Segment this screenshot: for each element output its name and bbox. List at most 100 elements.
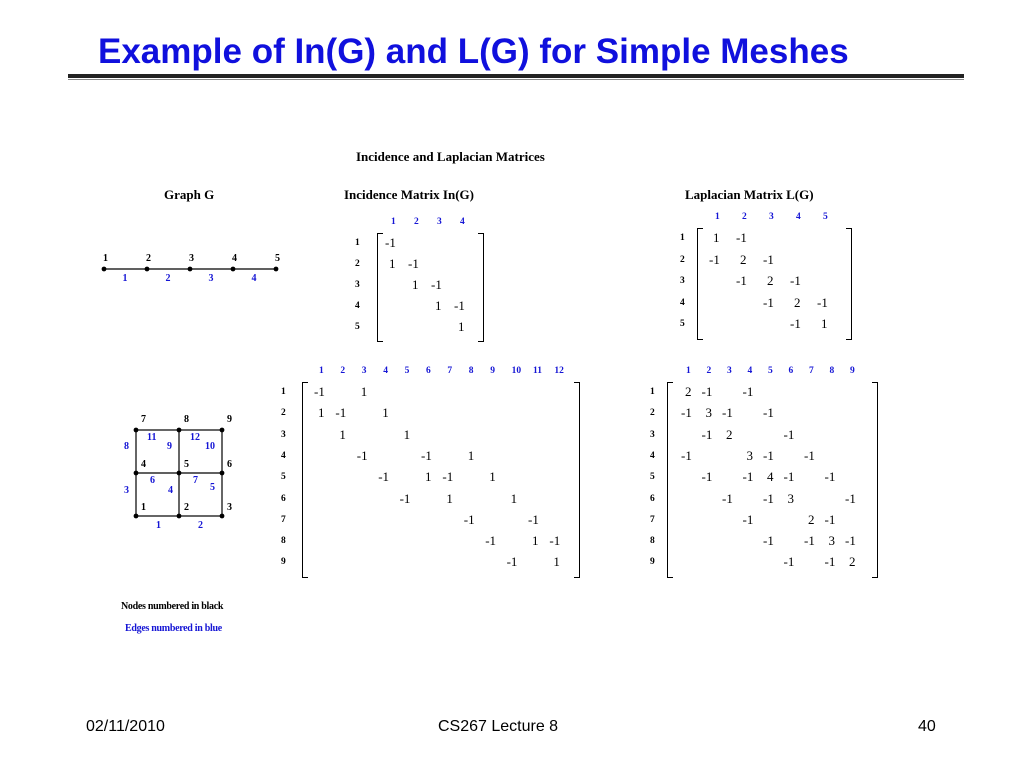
- matrix-bracket-right: [574, 382, 580, 578]
- matrix-cell: 1: [403, 426, 411, 442]
- matrix-cell: 1: [446, 490, 453, 506]
- matrix-col-header: 9: [490, 366, 495, 376]
- path-node: [230, 266, 236, 272]
- matrix-col-header: 12: [554, 366, 564, 376]
- path-edge-label: 1: [123, 273, 128, 284]
- matrix-cell: -1: [378, 469, 390, 485]
- matrix-cell: -1: [736, 273, 747, 288]
- matrix-cell: -1: [845, 490, 856, 506]
- matrix-cell: 1: [532, 533, 539, 549]
- matrix-row-header: 8: [281, 536, 286, 547]
- matrix-cell: -1: [824, 554, 836, 570]
- matrix-row-header: 7: [281, 514, 286, 525]
- path-edge-label: 3: [209, 273, 214, 284]
- grid-node: [219, 470, 225, 476]
- grid-node: [133, 427, 139, 433]
- matrix-cell: -1: [783, 426, 795, 442]
- matrix-row-header: 1: [355, 238, 360, 248]
- matrix-cell: -1: [454, 298, 465, 313]
- matrix-row-header: 8: [650, 536, 655, 547]
- matrix-cell: -1: [421, 447, 432, 463]
- matrix-cell: 1: [425, 469, 432, 485]
- path-edge-label: 2: [166, 273, 171, 284]
- grid-node-label: 6: [227, 459, 232, 470]
- figure-heading: Incidence and Laplacian Matrices: [356, 149, 545, 164]
- matrix-row-header: 1: [650, 387, 655, 397]
- grid-node-label: 5: [184, 459, 189, 470]
- matrix-cell: -1: [845, 533, 856, 549]
- matrix-col-header: 8: [829, 366, 835, 376]
- matrix-cell: -1: [681, 447, 692, 463]
- path-node-label: 4: [232, 253, 237, 264]
- matrix-cell: -1: [399, 490, 411, 506]
- matrix-bracket-left: [667, 382, 673, 578]
- matrix-col-header: 9: [850, 366, 855, 376]
- matrix-col-header: 1: [686, 366, 691, 376]
- matrix-row-header: 5: [650, 472, 655, 483]
- matrix-cell: 1: [389, 256, 396, 271]
- matrix-cell: 1: [821, 316, 828, 331]
- matrix-cell: -1: [790, 273, 801, 288]
- grid-edge-label: 8: [124, 441, 129, 452]
- matrix-cell: 2: [685, 384, 692, 399]
- matrix-col-header: 5: [768, 366, 773, 376]
- matrix-row-header: 4: [281, 450, 286, 461]
- matrix-bracket-left: [302, 382, 308, 578]
- matrix-col-header: 2: [706, 366, 712, 376]
- matrix-cell: -1: [790, 316, 801, 331]
- matrix-cell: 1: [435, 298, 442, 313]
- grid-edge-label: 7: [193, 475, 198, 486]
- matrix-cell: -1: [824, 511, 836, 527]
- matrix-cell: -1: [709, 251, 720, 267]
- matrix-cell: -1: [701, 384, 713, 399]
- matrix-row-header: 4: [650, 450, 655, 461]
- matrix-row-header: 2: [680, 254, 685, 265]
- matrix-cell: 2: [767, 273, 774, 288]
- legend-edges: Edges numbered in blue: [125, 623, 222, 634]
- path-node-label: 5: [275, 253, 280, 264]
- matrix-cell: 3: [828, 533, 836, 549]
- grid-node: [219, 427, 225, 433]
- matrix-row-header: 5: [281, 472, 286, 483]
- matrix-row-header: 3: [650, 429, 655, 440]
- matrix-col-header: 3: [727, 366, 732, 376]
- grid-edge-label: 5: [210, 482, 215, 493]
- matrix-cell: -1: [736, 230, 747, 245]
- matrix-col-header: 5: [823, 212, 828, 222]
- grid-node-label: 3: [227, 502, 232, 513]
- grid-edge-label: 10: [205, 441, 215, 452]
- matrix-col-header: 4: [747, 366, 753, 376]
- grid-edge-label: 9: [167, 441, 172, 452]
- matrix-cell: -1: [742, 384, 754, 399]
- grid-edge-label: 3: [124, 485, 129, 496]
- grid-edge-label: 11: [147, 432, 156, 443]
- matrix-bracket-right: [478, 233, 484, 342]
- matrix-cell: 1: [458, 319, 465, 334]
- matrix-row-header: 5: [680, 319, 685, 329]
- path-node: [144, 266, 150, 272]
- matrix-cell: -1: [408, 256, 419, 271]
- matrix-col-header: 7: [809, 366, 814, 376]
- grid-node: [176, 513, 182, 519]
- matrix-cell: -1: [463, 511, 475, 527]
- matrix-cell: -1: [824, 469, 836, 485]
- matrix-bracket-right: [872, 382, 878, 578]
- matrix-cell: -1: [431, 277, 442, 292]
- matrix-row-header: 6: [281, 493, 286, 504]
- legend-nodes: Nodes numbered in black: [121, 601, 224, 612]
- matrix-col-header: 2: [742, 212, 747, 222]
- matrix-cell: 2: [740, 251, 747, 267]
- matrix-bracket-left: [377, 233, 383, 342]
- path-edge-label: 4: [252, 273, 257, 284]
- matrix-cell: -1: [335, 405, 347, 421]
- matrix-cell: 3: [746, 447, 754, 463]
- grid-node-label: 2: [184, 502, 189, 513]
- matrix-cell: -1: [506, 554, 518, 570]
- incidence-heading: Incidence Matrix In(G): [344, 187, 474, 202]
- matrix-cell: 1: [339, 426, 346, 442]
- path-node: [273, 266, 279, 272]
- matrix-col-header: 1: [715, 212, 720, 222]
- matrix-col-header: 5: [404, 366, 410, 376]
- grid-node: [176, 470, 182, 476]
